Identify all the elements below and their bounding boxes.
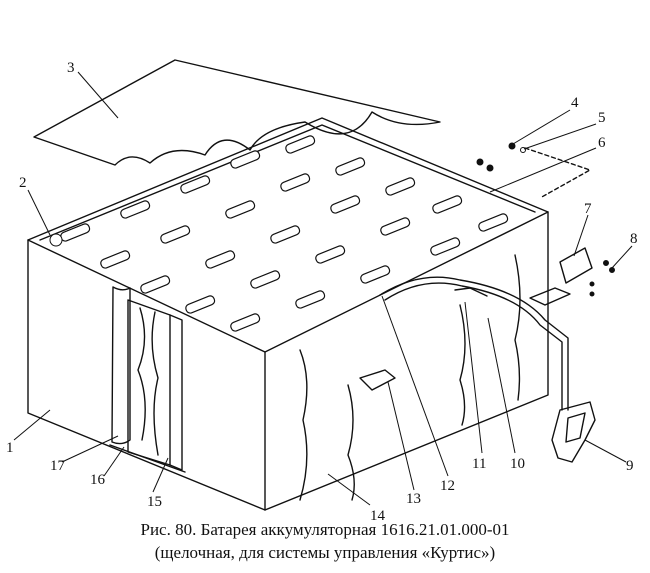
leader-line bbox=[487, 317, 516, 454]
bottom-rail bbox=[109, 444, 186, 473]
callout-11: 11 bbox=[472, 456, 486, 472]
cell-link bbox=[185, 295, 216, 314]
leader-line bbox=[584, 439, 627, 463]
nut bbox=[508, 142, 516, 150]
cell-link bbox=[230, 150, 261, 169]
cutaway-right-3 bbox=[459, 304, 466, 426]
wood-plate bbox=[127, 299, 171, 466]
cell-link bbox=[432, 195, 463, 214]
callout-1: 1 bbox=[6, 440, 14, 456]
cell-link bbox=[430, 237, 461, 256]
cell-link bbox=[315, 245, 346, 264]
leader-line bbox=[13, 409, 51, 441]
cell-link bbox=[280, 173, 311, 192]
cover-sheet bbox=[33, 59, 441, 166]
cell-link bbox=[285, 135, 316, 154]
insulating-strip bbox=[169, 314, 183, 471]
cutaway-right bbox=[299, 349, 308, 501]
callout-15: 15 bbox=[147, 494, 162, 510]
leader-line bbox=[611, 245, 633, 269]
callout-4: 4 bbox=[571, 95, 579, 111]
cell-link bbox=[380, 217, 411, 236]
screw bbox=[609, 267, 615, 273]
callout-3: 3 bbox=[67, 60, 75, 76]
callout-13: 13 bbox=[406, 491, 421, 507]
leader-line bbox=[381, 295, 449, 477]
mount-bracket bbox=[359, 369, 396, 391]
cell-link bbox=[140, 275, 171, 294]
cell-link bbox=[230, 313, 261, 332]
connector-inner bbox=[565, 412, 586, 443]
nut bbox=[486, 164, 494, 172]
callout-9: 9 bbox=[626, 458, 634, 474]
box-front-right bbox=[264, 211, 549, 511]
screw bbox=[603, 260, 609, 266]
screw bbox=[589, 291, 595, 297]
leader-line bbox=[103, 446, 125, 477]
cell-link bbox=[295, 290, 326, 309]
side-bracket bbox=[529, 287, 571, 306]
callout-2: 2 bbox=[19, 175, 27, 191]
wood-grain-2 bbox=[151, 311, 159, 456]
cell-link bbox=[250, 270, 281, 289]
terminal bbox=[49, 233, 63, 247]
box-inner-rim bbox=[39, 124, 536, 241]
cell-link bbox=[478, 213, 509, 232]
leader-line bbox=[77, 71, 119, 119]
cell-link bbox=[205, 250, 236, 269]
figure-caption-line2: (щелочная, для системы управления «Курти… bbox=[154, 543, 496, 562]
cell-link bbox=[270, 225, 301, 244]
cell-link bbox=[120, 200, 151, 219]
callout-7: 7 bbox=[584, 201, 592, 217]
callout-10: 10 bbox=[510, 456, 525, 472]
wood-grain-1 bbox=[137, 307, 146, 441]
harness bbox=[379, 276, 569, 411]
cell-link bbox=[360, 265, 391, 284]
callout-6: 6 bbox=[598, 135, 606, 151]
cutaway-right-2 bbox=[347, 384, 355, 501]
leader-line bbox=[523, 123, 597, 150]
leader-line bbox=[512, 109, 571, 145]
nut bbox=[476, 158, 484, 166]
cell-link bbox=[330, 195, 361, 214]
alignment-dashes bbox=[524, 147, 591, 199]
leader-line bbox=[27, 189, 51, 236]
cell-link bbox=[385, 177, 416, 196]
harness-2 bbox=[384, 282, 563, 411]
cutaway-left bbox=[111, 286, 131, 445]
callout-16: 16 bbox=[90, 472, 106, 488]
side-plate bbox=[559, 247, 593, 284]
cell-link bbox=[160, 225, 191, 244]
leader-line bbox=[61, 435, 119, 463]
callout-14: 14 bbox=[370, 508, 386, 524]
cell-link bbox=[225, 200, 256, 219]
cell-link bbox=[100, 250, 131, 269]
leader-line bbox=[152, 457, 169, 493]
leader-line bbox=[387, 381, 415, 491]
leader-line bbox=[489, 147, 597, 193]
callout-8: 8 bbox=[630, 231, 638, 247]
box-front-left bbox=[27, 239, 266, 511]
callout-12: 12 bbox=[440, 478, 455, 494]
leader-line bbox=[327, 473, 371, 506]
callout-5: 5 bbox=[598, 110, 606, 126]
figure-caption-line1: Рис. 80. Батарея аккумуляторная 1616.21.… bbox=[140, 520, 510, 539]
leader-line bbox=[464, 301, 483, 454]
cell-link bbox=[180, 175, 211, 194]
cutaway-right-4 bbox=[514, 254, 521, 401]
connector bbox=[551, 401, 596, 463]
callout-17: 17 bbox=[50, 458, 66, 474]
harness-3 bbox=[454, 287, 488, 297]
leader-line bbox=[573, 214, 589, 257]
cell-link bbox=[335, 157, 366, 176]
screw bbox=[589, 281, 595, 287]
